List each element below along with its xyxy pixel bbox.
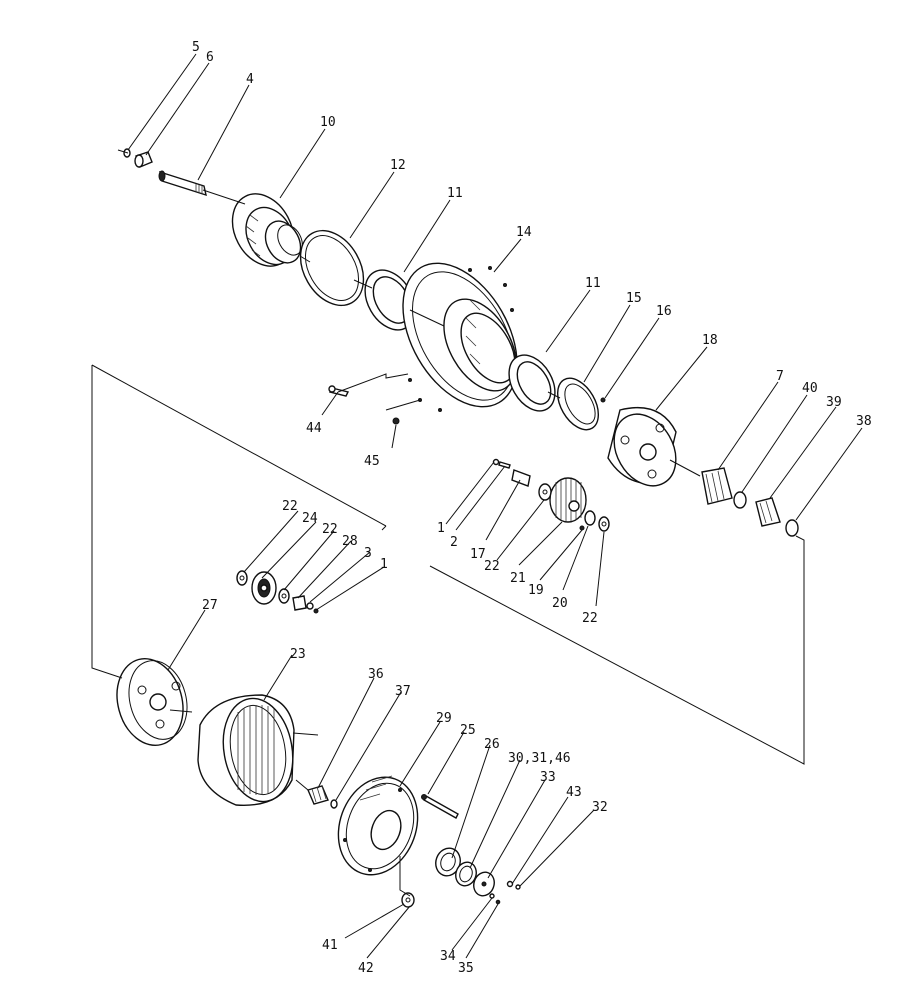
- callout-21: 21: [510, 571, 526, 586]
- callout-18: 18: [702, 333, 718, 348]
- callout-11-upper: 11: [447, 186, 463, 201]
- part-22-washer-b: [598, 516, 610, 532]
- part-22-washer-a: [538, 483, 552, 501]
- part-1-pin: [313, 608, 319, 614]
- callout-37: 37: [395, 684, 411, 699]
- callout-39: 39: [826, 395, 842, 410]
- callout-24: 24: [302, 511, 318, 526]
- callout-30-31-46: 30,31,46: [508, 751, 571, 766]
- callout-19: 19: [528, 583, 544, 598]
- callout-1-right: 1: [437, 521, 445, 536]
- part-11-bearing-lower: [508, 354, 556, 412]
- assembly-boundary-lines: [91, 364, 805, 897]
- part-14-housing: [402, 262, 518, 412]
- leader-lines: [127, 53, 863, 959]
- callout-20: 20: [552, 596, 568, 611]
- part-32-screw: [515, 884, 521, 890]
- callout-1-left: 1: [380, 557, 388, 572]
- callout-42: 42: [358, 961, 374, 976]
- callout-22-right-b: 22: [582, 611, 598, 626]
- part-10-flange: [231, 193, 303, 267]
- part-43-washer: [506, 880, 514, 888]
- callout-15: 15: [626, 291, 642, 306]
- part-40-ring: [733, 491, 747, 509]
- part-28-spacer: [292, 595, 307, 611]
- callout-23: 23: [290, 647, 306, 662]
- part-16-pin: [600, 397, 606, 403]
- part-37-o-ring: [330, 799, 338, 809]
- part-15-split-ring: [556, 377, 600, 431]
- callout-35: 35: [458, 961, 474, 976]
- part-25-bolt: [421, 794, 459, 819]
- part-22-washer-c: [236, 570, 248, 586]
- part-20-pin: [579, 525, 585, 531]
- callout-22-right-a: 22: [484, 559, 500, 574]
- callout-34: 34: [440, 949, 456, 964]
- callout-16: 16: [656, 304, 672, 319]
- callout-38: 38: [856, 414, 872, 429]
- callout-11-lower: 11: [585, 276, 601, 291]
- callout-labels: 5 6 4 10 12 11 14 11 15 16 18 7 40 39 38…: [192, 40, 872, 976]
- callout-32: 32: [592, 800, 608, 815]
- callout-40: 40: [802, 381, 818, 396]
- part-41-42-plug: [401, 892, 415, 908]
- callout-17: 17: [470, 547, 486, 562]
- part-33-cover-plate: [473, 871, 495, 897]
- part-17-shaft: [511, 469, 531, 487]
- part-23-ring-gear: [197, 694, 295, 806]
- assembly-axis-upper: [117, 149, 701, 477]
- callout-29: 29: [436, 711, 452, 726]
- part-18-carrier: [607, 406, 677, 487]
- part-36-sun-gear: [307, 785, 329, 805]
- callout-7: 7: [776, 369, 784, 384]
- part-12-ring: [299, 229, 365, 307]
- callout-25: 25: [460, 723, 476, 738]
- callout-4: 4: [246, 72, 254, 87]
- part-39-needle-bearing: [755, 497, 781, 527]
- part-22-washer-d: [278, 588, 290, 604]
- callout-36: 36: [368, 667, 384, 682]
- part-6-sleeve: [134, 151, 153, 168]
- part-19-washer: [584, 510, 596, 526]
- callout-44: 44: [306, 421, 322, 436]
- part-1-2-pin-washer: [492, 458, 511, 469]
- part-21-planet-gear: [549, 477, 587, 523]
- callout-6: 6: [206, 50, 214, 65]
- callout-26: 26: [484, 737, 500, 752]
- part-44-bolt: [328, 385, 350, 397]
- callout-14: 14: [516, 225, 532, 240]
- callout-2: 2: [450, 535, 458, 550]
- callout-22-left-b: 22: [322, 522, 338, 537]
- callout-33: 33: [540, 770, 556, 785]
- part-3-washer: [306, 602, 314, 610]
- callout-12: 12: [390, 158, 406, 173]
- part-4-shaft: [158, 170, 207, 197]
- callout-10: 10: [320, 115, 336, 130]
- callout-27: 27: [202, 598, 218, 613]
- part-45-nut: [392, 417, 400, 425]
- callout-41: 41: [322, 938, 338, 953]
- callout-43: 43: [566, 785, 582, 800]
- part-7-needle-bearing: [701, 467, 733, 505]
- callout-5: 5: [192, 40, 200, 55]
- part-24-gear: [251, 571, 277, 605]
- part-29-cover: [337, 775, 419, 876]
- callout-22-left-a: 22: [282, 499, 298, 514]
- part-26-gasket: [435, 847, 461, 877]
- callout-3: 3: [364, 546, 372, 561]
- callout-28: 28: [342, 534, 358, 549]
- callout-45: 45: [364, 454, 380, 469]
- part-27-carrier-plate: [116, 657, 188, 747]
- part-38-o-ring: [785, 519, 799, 537]
